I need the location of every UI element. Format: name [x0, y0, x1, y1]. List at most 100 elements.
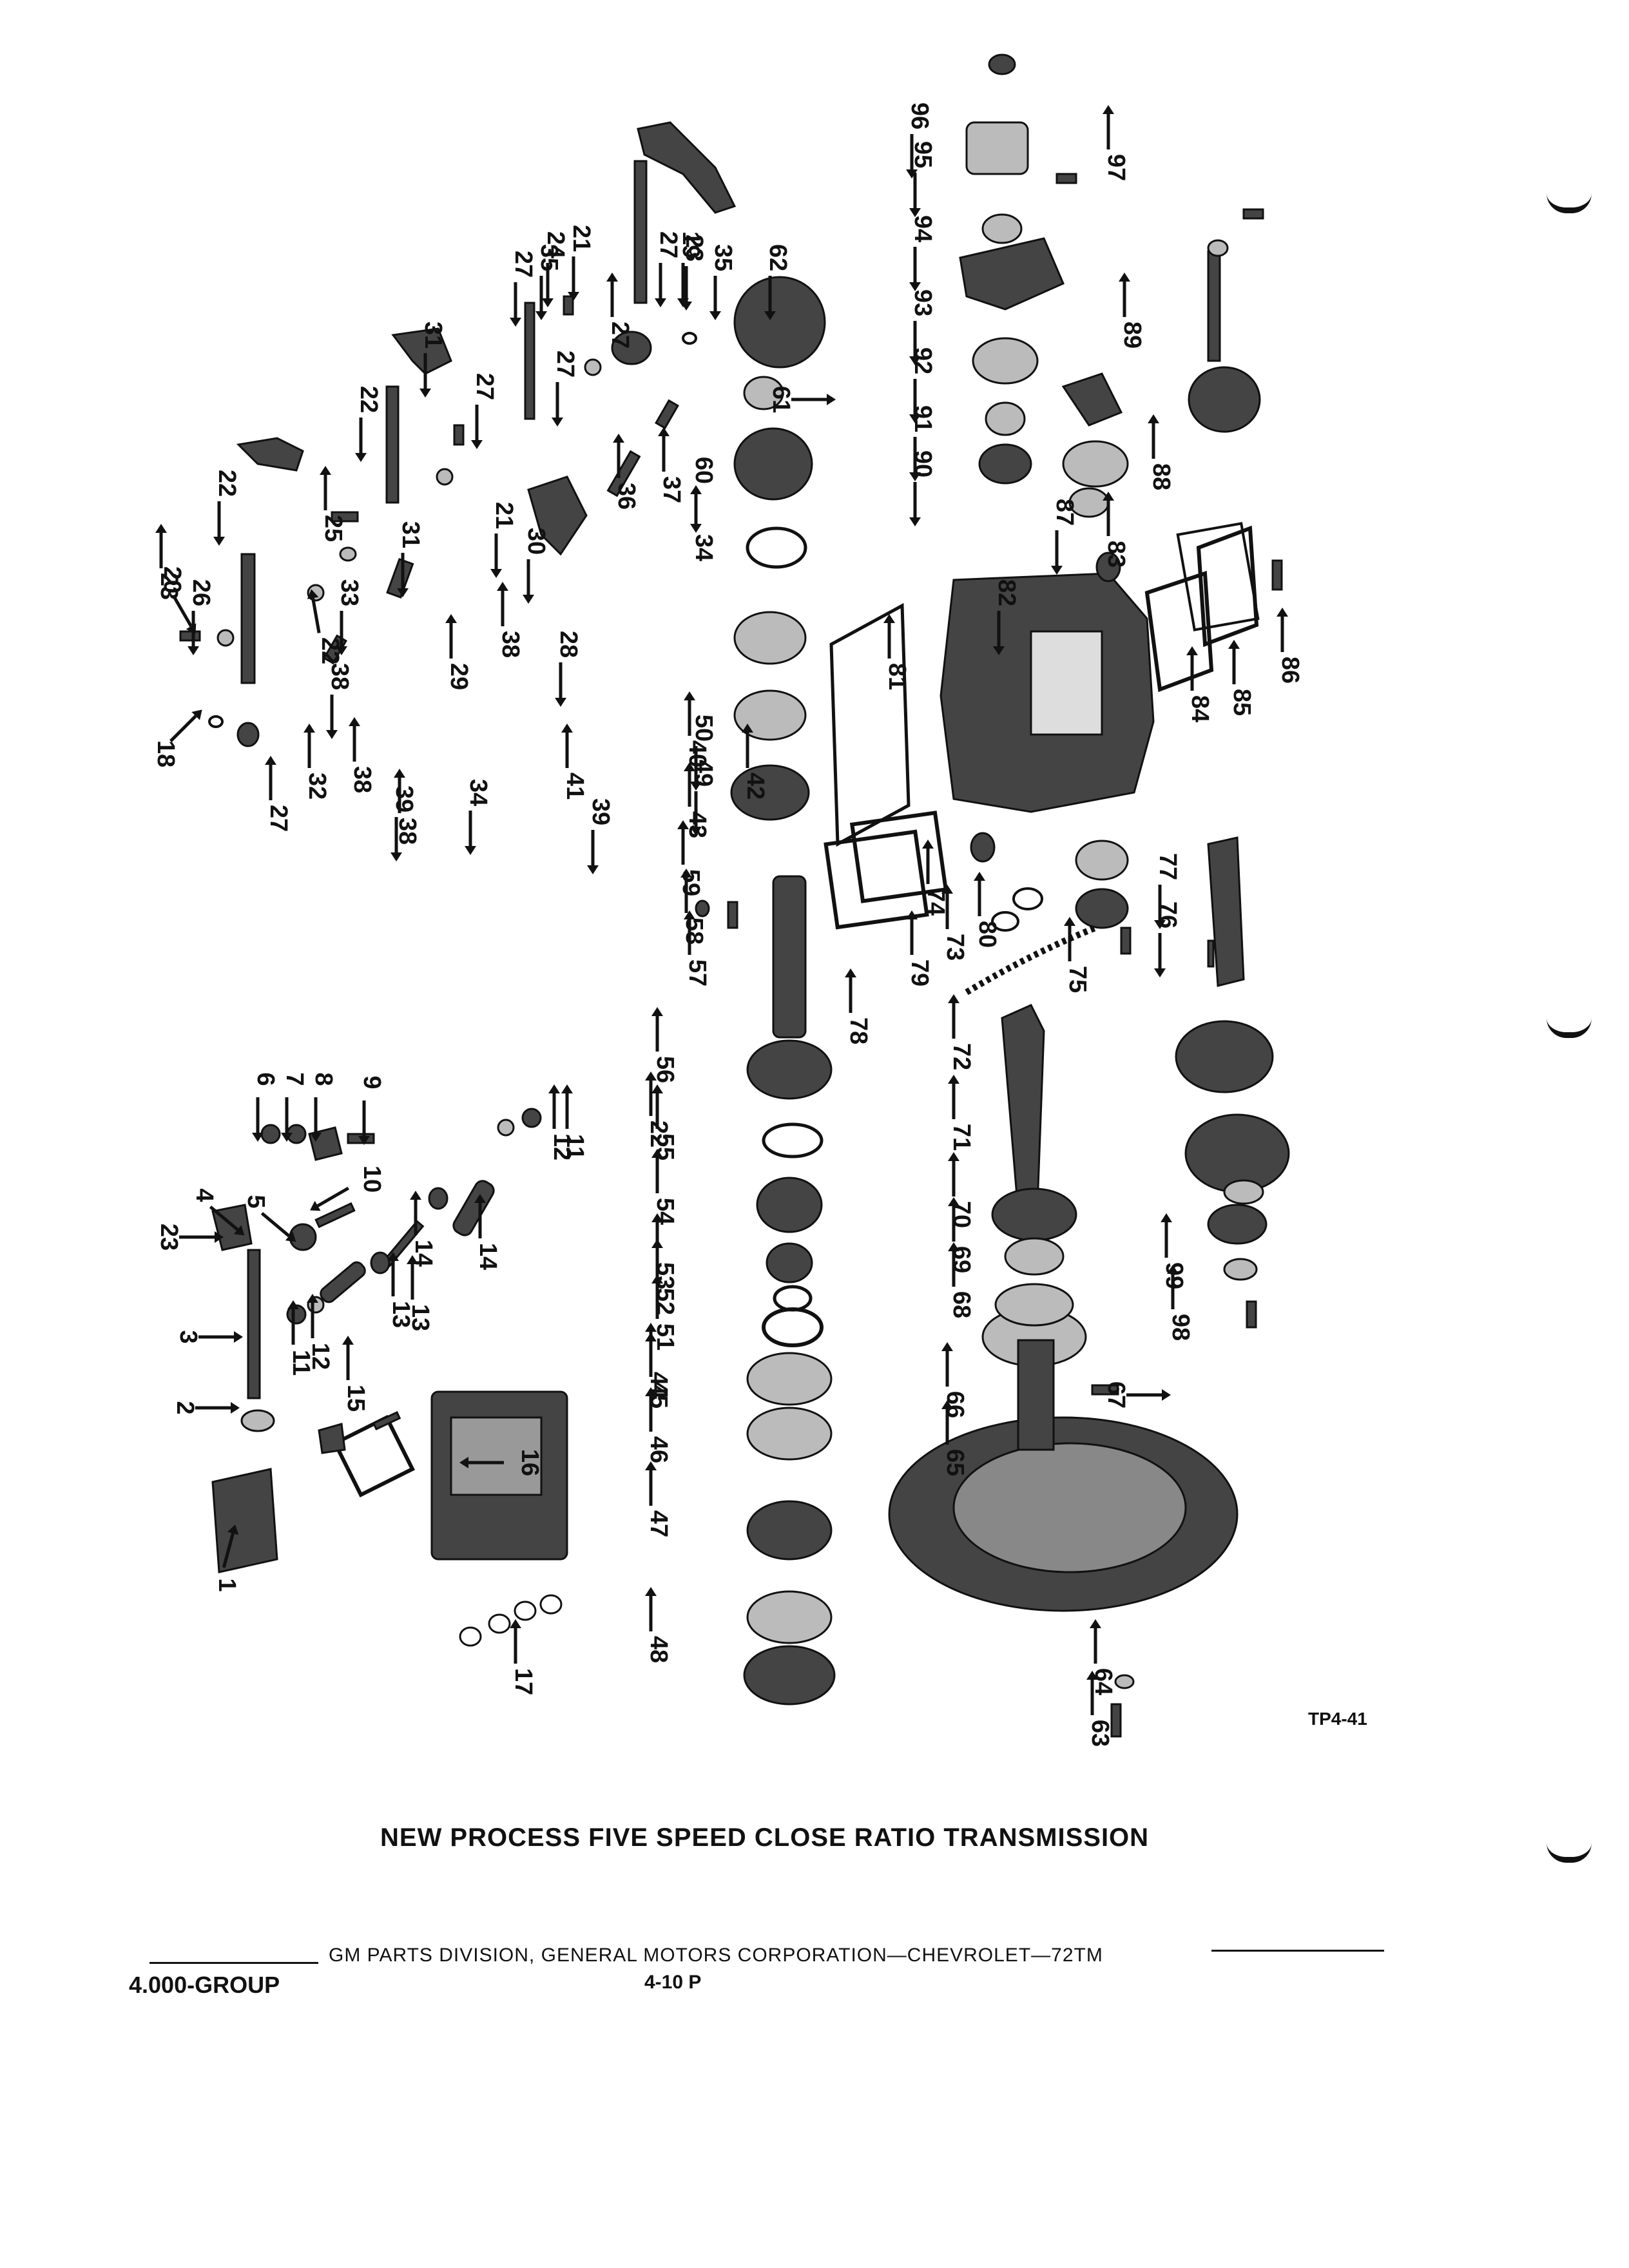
arrowhead — [548, 1084, 560, 1093]
arrowhead — [336, 646, 347, 655]
gasket-78 — [1062, 440, 1129, 488]
part-label: 60 — [690, 457, 717, 484]
arrowhead — [523, 595, 534, 604]
part-label: 78 — [845, 1017, 872, 1044]
arrowhead — [342, 1336, 354, 1345]
arrowhead — [909, 282, 921, 291]
arrowhead — [1051, 566, 1063, 575]
bearing-60 — [991, 1187, 1077, 1242]
arrowhead — [948, 1242, 959, 1251]
part-label: 95 — [909, 141, 936, 168]
part-label: 47 — [645, 1510, 672, 1537]
arrowhead — [1161, 1213, 1172, 1222]
part-label: 34 — [465, 779, 492, 806]
arrowhead — [281, 1133, 293, 1142]
washer-66 — [1075, 888, 1129, 929]
pin-17 — [372, 1411, 401, 1430]
arrowhead — [948, 1075, 959, 1084]
seal-86 — [988, 53, 1016, 75]
part-label: 48 — [645, 1636, 672, 1663]
part-label: 96 — [906, 102, 933, 130]
arrowhead — [1086, 1671, 1098, 1680]
ring-38-e — [733, 689, 807, 741]
part-label: 5 — [242, 1195, 269, 1208]
gasket-69 — [849, 811, 949, 903]
arrowhead — [613, 434, 624, 443]
seal-2 — [240, 1409, 275, 1432]
arrowhead — [1228, 640, 1240, 649]
gasket-58 — [994, 1283, 1074, 1327]
shift-fork-33 — [637, 121, 737, 214]
ball-26 — [339, 546, 357, 562]
part-label: 13 — [387, 1301, 414, 1328]
bolt-87 — [1055, 173, 1077, 184]
part-label: 93 — [909, 289, 936, 316]
plug-19-b — [488, 1613, 511, 1634]
spring-22-c — [453, 424, 465, 446]
part-label: 25 — [320, 515, 347, 542]
nut-6 — [260, 1124, 281, 1144]
rail-32 — [633, 160, 648, 304]
binder-hole-mark-top — [1547, 193, 1592, 213]
part-label: 35 — [709, 244, 737, 271]
part-label: 8 — [310, 1072, 337, 1086]
bolt-76 — [1271, 559, 1283, 591]
arrowhead — [215, 1231, 224, 1243]
part-label: 33 — [336, 579, 363, 606]
case-window — [1030, 630, 1103, 736]
ring-84 — [981, 213, 1023, 244]
part-label: 42 — [742, 773, 769, 800]
arrowhead — [188, 646, 199, 655]
arrowhead — [234, 1331, 243, 1343]
ring-21-upper — [682, 332, 697, 345]
ring-40 — [762, 1307, 824, 1347]
arrowhead — [645, 1587, 657, 1596]
part-label: 40 — [684, 740, 711, 767]
arrowhead — [1277, 608, 1288, 617]
part-label: 63 — [1086, 1720, 1113, 1747]
gasket-20 — [332, 1414, 416, 1498]
arrowhead — [645, 1387, 657, 1396]
part-label: 45 — [645, 1381, 672, 1408]
arrowhead — [410, 1191, 421, 1200]
bolt-57 — [1091, 1384, 1119, 1396]
part-label: 79 — [906, 959, 933, 986]
part-label: 55 — [651, 1133, 679, 1160]
arrowhead — [1064, 917, 1075, 926]
arrowhead — [407, 1255, 418, 1264]
part-label: 81 — [883, 663, 911, 690]
part-label: 16 — [516, 1449, 543, 1476]
arrowhead — [993, 646, 1005, 655]
spring-22-a — [179, 630, 201, 642]
part-label: 64 — [1090, 1668, 1117, 1695]
arrowhead — [606, 273, 618, 282]
arrowhead — [497, 582, 508, 591]
part-label: 22 — [213, 470, 240, 497]
arrowhead — [1162, 1389, 1171, 1401]
arrowhead — [941, 885, 953, 894]
diagram-caption: NEW PROCESS FIVE SPEED CLOSE RATIO TRANS… — [380, 1823, 1150, 1852]
plunger-37 — [386, 557, 414, 599]
hub-39-upper — [733, 611, 807, 665]
gasket-68 — [824, 829, 929, 930]
arrowhead — [191, 709, 202, 720]
part-label: 39 — [587, 798, 614, 825]
part-label: 52 — [651, 1288, 679, 1315]
bolt-99 — [1242, 208, 1264, 220]
gasket-75 — [1196, 525, 1259, 648]
arrowhead — [941, 1342, 953, 1351]
arrowhead — [655, 298, 666, 307]
arrowhead — [568, 292, 579, 301]
part-label: 69 — [948, 1246, 975, 1273]
arrowhead — [155, 524, 167, 533]
arrowhead — [561, 1084, 573, 1093]
ring-63 — [991, 911, 1019, 932]
spring-22-b — [331, 511, 359, 523]
part-label: 12 — [307, 1343, 334, 1370]
mainshaft — [772, 875, 807, 1039]
ring-38-b — [746, 1407, 833, 1461]
ring-51 — [743, 376, 784, 410]
part-label: 88 — [1148, 463, 1175, 490]
arrowhead — [948, 1197, 959, 1206]
